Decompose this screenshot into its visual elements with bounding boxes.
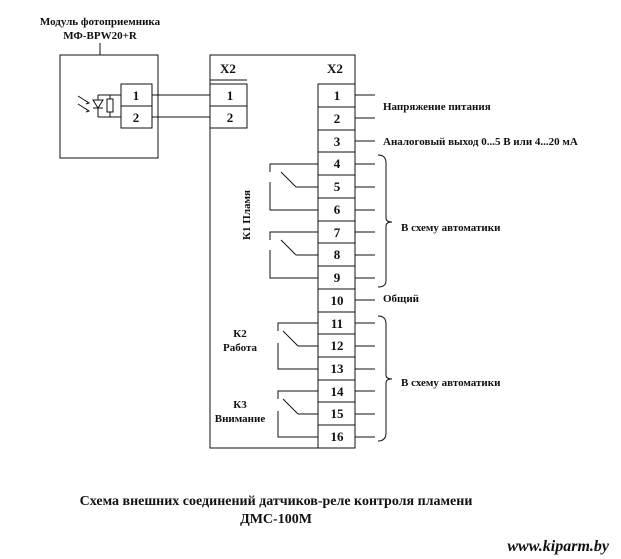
relay-k2-label-line2: Работа bbox=[223, 342, 257, 354]
unit-left-terminal-1: 1 bbox=[227, 88, 234, 103]
terminal-3: 3 bbox=[334, 134, 341, 149]
unit-left-terminal-2: 2 bbox=[227, 110, 234, 125]
caption-line1: Схема внешних соединений датчиков-реле к… bbox=[80, 494, 473, 509]
terminal-6: 6 bbox=[334, 202, 341, 217]
brace-automation-1 bbox=[377, 154, 393, 288]
main-unit: X2 X2 1 2 1 2 3 4 5 6 bbox=[209, 54, 356, 449]
module-box bbox=[59, 54, 159, 159]
terminal-12: 12 bbox=[331, 338, 344, 353]
caption-line2: ДМС-100М bbox=[240, 512, 312, 527]
automation-label-1: В схему автоматики bbox=[401, 222, 501, 234]
power-label: Напряжение питания bbox=[383, 101, 491, 113]
relay-k1-contacts bbox=[269, 163, 318, 279]
common-label: Общий bbox=[383, 293, 420, 305]
terminal-10: 10 bbox=[331, 293, 344, 308]
terminal-14: 14 bbox=[331, 384, 345, 399]
automation-label-2: В схему автоматики bbox=[401, 377, 501, 389]
photodiode-icon bbox=[77, 94, 121, 118]
module-terminal-2: 2 bbox=[133, 110, 140, 125]
terminal-11: 11 bbox=[331, 316, 343, 331]
terminal-8: 8 bbox=[334, 247, 341, 262]
resistor-icon bbox=[106, 95, 114, 117]
terminal-7: 7 bbox=[334, 225, 341, 240]
terminal-16: 16 bbox=[331, 429, 345, 444]
module-to-unit-wires bbox=[152, 94, 210, 118]
unit-left-header: X2 bbox=[220, 61, 236, 76]
relay-k3-label-line2: Внимание bbox=[215, 413, 266, 425]
terminal-5: 5 bbox=[334, 179, 341, 194]
terminal-2: 2 bbox=[334, 111, 341, 126]
terminal-15: 15 bbox=[331, 406, 345, 421]
unit-right-header: X2 bbox=[327, 61, 343, 76]
terminal-1: 1 bbox=[334, 88, 341, 103]
module-title-line1: Модуль фотоприемника bbox=[40, 16, 161, 28]
brace-automation-2 bbox=[377, 315, 393, 442]
module-terminal-1: 1 bbox=[133, 88, 140, 103]
relay-k3-label-line1: К3 bbox=[233, 399, 247, 411]
output-leads bbox=[355, 94, 375, 438]
photoreceiver-module: Модуль фотоприемника МФ-BPW20+R 1 2 bbox=[40, 16, 161, 159]
relay-k2-label-line1: К2 bbox=[233, 328, 247, 340]
relay-k1-label: К1 Пламя bbox=[241, 190, 253, 240]
relay-k3-contacts bbox=[277, 390, 318, 438]
terminal-9: 9 bbox=[334, 270, 341, 285]
relay-k2-contacts bbox=[277, 322, 318, 370]
analog-output-label: Аналоговый выход 0...5 В или 4...20 мА bbox=[383, 136, 578, 148]
module-title-line2: МФ-BPW20+R bbox=[63, 30, 138, 42]
terminal-4: 4 bbox=[334, 156, 341, 171]
unit-right-terminal-dividers bbox=[318, 106, 355, 426]
watermark: www.kiparm.by bbox=[507, 538, 610, 555]
terminal-13: 13 bbox=[331, 361, 345, 376]
